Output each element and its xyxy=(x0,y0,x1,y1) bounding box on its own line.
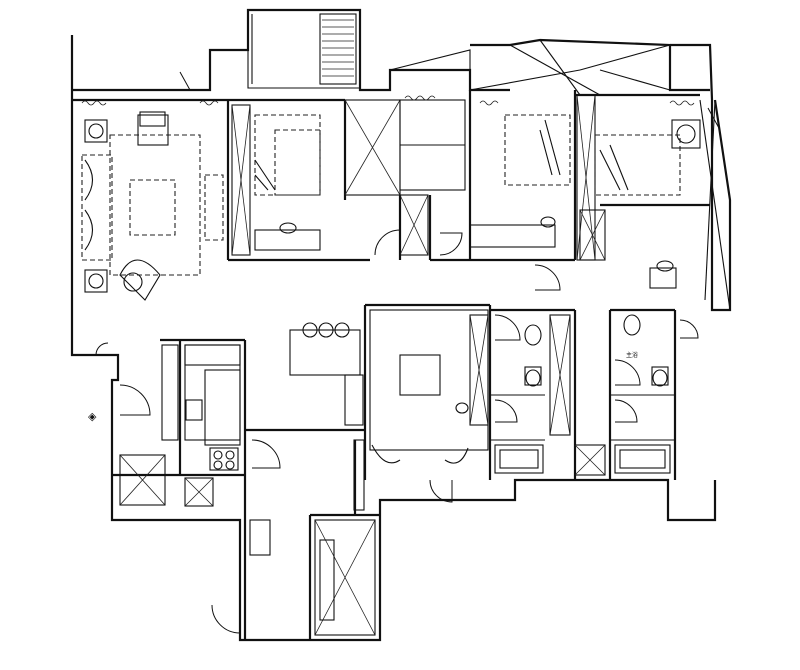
storage-cabinets xyxy=(119,194,606,636)
bathroom-fixtures: 主浴 xyxy=(494,314,671,474)
bath-right-label: 主浴 xyxy=(626,351,638,359)
living-room-furniture xyxy=(81,111,224,301)
bedroom-2-furniture xyxy=(469,114,571,248)
bedroom-3-furniture xyxy=(594,119,701,289)
bedroom-1-furniture xyxy=(254,114,321,251)
door-swings xyxy=(95,71,721,634)
kitchen-fixtures xyxy=(161,344,241,471)
study-room xyxy=(369,309,489,464)
dining-area xyxy=(289,322,364,426)
stair-treads xyxy=(322,19,354,77)
entry-marker-icon: ◈ xyxy=(88,410,97,423)
window-curtains xyxy=(81,95,695,106)
exterior-walls xyxy=(70,8,732,642)
